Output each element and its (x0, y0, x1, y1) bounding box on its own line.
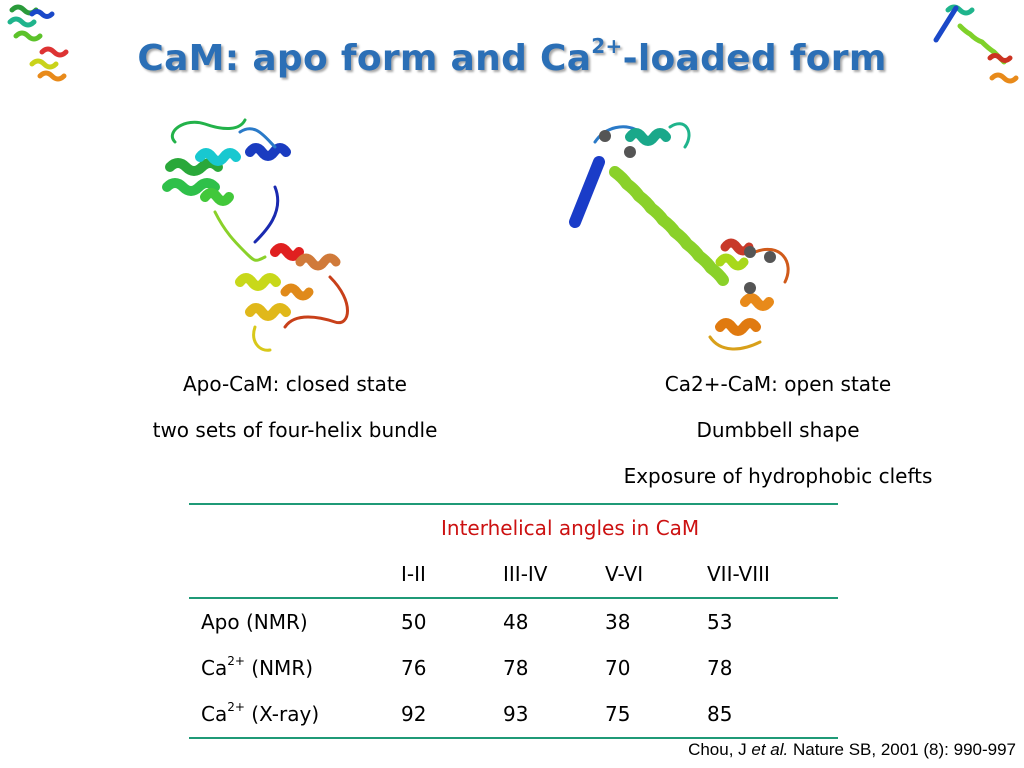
table-cell: 78 (503, 656, 529, 680)
table-cell: 70 (605, 656, 631, 680)
table-cell: 93 (503, 702, 529, 726)
interhelical-angles-table: Interhelical angles in CaM I-II III-IV V… (189, 503, 838, 739)
table-cell: 48 (503, 610, 529, 634)
title-superscript: 2+ (591, 34, 623, 58)
header-cell-2: III-IV (503, 562, 548, 586)
ca-caption-line-2: Dumbbell shape (696, 418, 860, 442)
apo-caption-line-2: two sets of four-helix bundle (152, 418, 438, 442)
header-cell-0 (189, 551, 389, 598)
title-tail: -loaded form (622, 38, 887, 79)
row-label: Ca2+ (NMR) (201, 654, 314, 680)
citation: Chou, J et al. Nature SB, 2001 (8): 990-… (688, 740, 1016, 759)
table-header-row: I-II III-IV V-VI VII-VIII (189, 551, 838, 598)
table-cell: 92 (401, 702, 427, 726)
table-row: Ca2+ (NMR) 76 78 70 78 (189, 645, 838, 691)
header-cell-4: VII-VIII (707, 562, 770, 586)
ca-caption-line-1: Ca2+-CaM: open state (664, 372, 892, 396)
ca-cam-structure-image (569, 122, 790, 351)
ca-cam-caption: Ca2+-CaM: open state Dumbbell shape Expo… (570, 372, 986, 510)
apo-cam-caption: Apo-CaM: closed state two sets of four-h… (100, 372, 490, 464)
table-title-row: Interhelical angles in CaM (189, 504, 838, 551)
table-row: Apo (NMR) 50 48 38 53 (189, 598, 838, 645)
slide-title: CaM: apo form and Ca2+-loaded form (0, 34, 1024, 79)
title-main: CaM: apo form and Ca (137, 38, 592, 79)
table-title: Interhelical angles in CaM (441, 516, 700, 540)
row-label: Ca2+ (X-ray) (201, 700, 320, 726)
header-cell-3: V-VI (605, 562, 644, 586)
row-label: Apo (NMR) (201, 610, 308, 634)
table-cell: 38 (605, 610, 631, 634)
table-row: Ca2+ (X-ray) 92 93 75 85 (189, 691, 838, 738)
header-cell-1: I-II (401, 562, 426, 586)
corner-protein-thumbnail-right (933, 4, 1019, 84)
table-cell: 85 (707, 702, 733, 726)
apo-caption-line-1: Apo-CaM: closed state (182, 372, 407, 396)
apo-cam-structure-image (162, 118, 349, 352)
table-cell: 53 (707, 610, 733, 634)
citation-et-al: et al. (751, 740, 789, 759)
table-cell: 76 (401, 656, 427, 680)
table-cell: 75 (605, 702, 631, 726)
corner-protein-thumbnail-left (7, 4, 69, 82)
table-cell: 50 (401, 610, 427, 634)
table-cell: 78 (707, 656, 733, 680)
ca-caption-line-3: Exposure of hydrophobic clefts (623, 464, 933, 488)
